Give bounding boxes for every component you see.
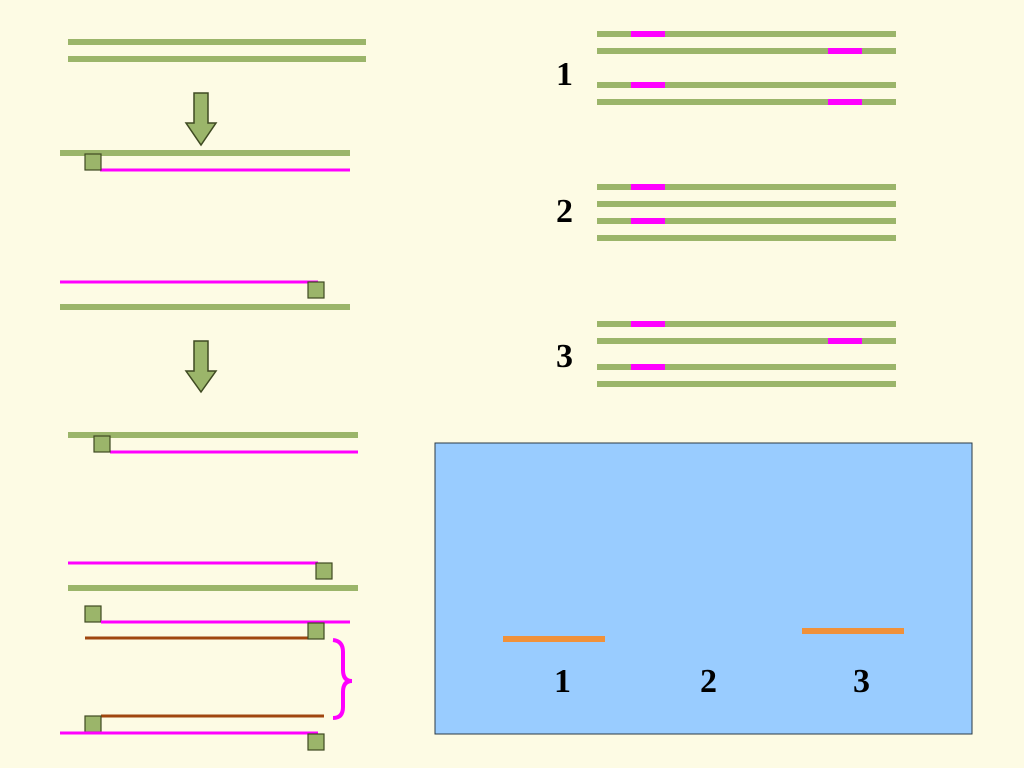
pcr-process (60, 39, 366, 751)
down-arrow-icon (184, 92, 218, 147)
sample-label: 2 (556, 193, 573, 230)
down-arrow-icon (184, 340, 218, 394)
sample-label: 3 (556, 338, 573, 375)
gel-lane-label: 1 (554, 663, 571, 700)
sample-2: 2 (556, 184, 896, 241)
primer-square-icon (84, 715, 102, 733)
primer-square-icon (315, 562, 333, 580)
primer-square-icon (307, 281, 325, 299)
sample-3: 3 (556, 321, 896, 387)
primer-square-icon (84, 153, 102, 171)
primer-square-icon (307, 622, 325, 640)
gel-panel: 1 2 3 (434, 442, 973, 735)
right-curly-brace-icon (332, 638, 353, 720)
template-dna (68, 39, 366, 62)
primer-square-icon (307, 733, 325, 751)
extension-bottom (60, 280, 350, 310)
gel-lane-label: 3 (853, 663, 870, 700)
primer-square-icon (84, 605, 102, 623)
primer-square-icon (93, 435, 111, 453)
sample-1: 1 (556, 31, 896, 105)
extension-top (60, 150, 350, 172)
second-cycle-products (60, 561, 358, 751)
gel-background (434, 442, 973, 735)
sample-label: 1 (556, 56, 573, 93)
second-cycle-top (68, 432, 358, 454)
gel-lane-label: 2 (700, 663, 717, 700)
